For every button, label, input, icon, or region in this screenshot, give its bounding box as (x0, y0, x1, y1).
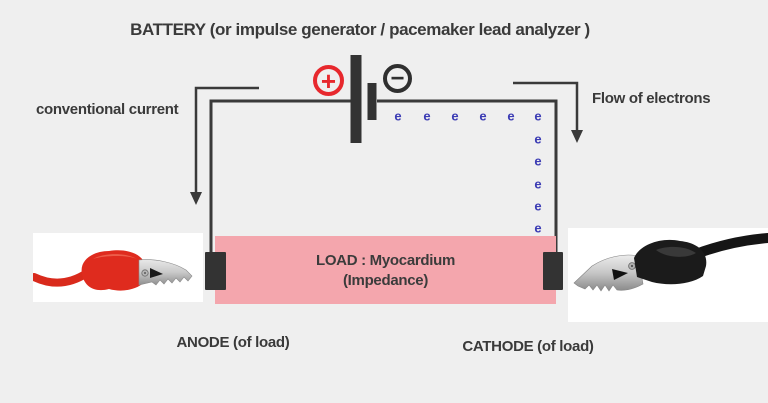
black-alligator-clip-icon (573, 233, 768, 292)
battery-short-plate (367, 83, 377, 120)
anode-terminal (205, 252, 226, 290)
conventional-current-arrowhead-icon (190, 192, 202, 205)
conventional-current-label: conventional current (36, 101, 179, 118)
wire-left (209, 99, 352, 253)
flow-of-electrons-label: Flow of electrons (592, 90, 711, 107)
electron-symbol: e (534, 108, 542, 124)
electron-symbol: e (534, 153, 542, 169)
negative-symbol: − (390, 65, 405, 92)
electron-symbol: e (451, 108, 459, 124)
black-clip-photo (568, 228, 768, 322)
battery-negative-icon: − (383, 64, 412, 93)
positive-symbol: + (320, 65, 337, 96)
electron-flow-arrowhead-icon (571, 130, 583, 143)
battery-long-plate (350, 55, 362, 143)
load-box: LOAD : Myocardium (Impedance) (215, 236, 556, 304)
electron-symbol: e (534, 131, 542, 147)
electron-symbol: e (479, 108, 487, 124)
electron-symbol: e (534, 220, 542, 236)
conventional-current-arrow (194, 86, 259, 195)
red-alligator-clip-icon (33, 250, 193, 291)
electron-symbol: e (423, 108, 431, 124)
battery-positive-icon: + (313, 65, 344, 96)
electron-symbol: e (394, 108, 402, 124)
cathode-label: CATHODE (of load) (462, 338, 594, 355)
load-title: LOAD : Myocardium (315, 251, 456, 269)
wire-right (377, 99, 558, 253)
anode-label: ANODE (of load) (176, 334, 290, 351)
electron-flow-arrow (513, 81, 579, 133)
cathode-terminal (543, 252, 563, 290)
diagram-title: BATTERY (or impulse generator / pacemake… (130, 20, 590, 39)
red-clip-photo (33, 233, 203, 302)
electron-symbol: e (534, 198, 542, 214)
electron-symbol: e (534, 176, 542, 192)
electron-symbol: e (507, 108, 515, 124)
load-subtitle: (Impedance) (342, 271, 429, 289)
